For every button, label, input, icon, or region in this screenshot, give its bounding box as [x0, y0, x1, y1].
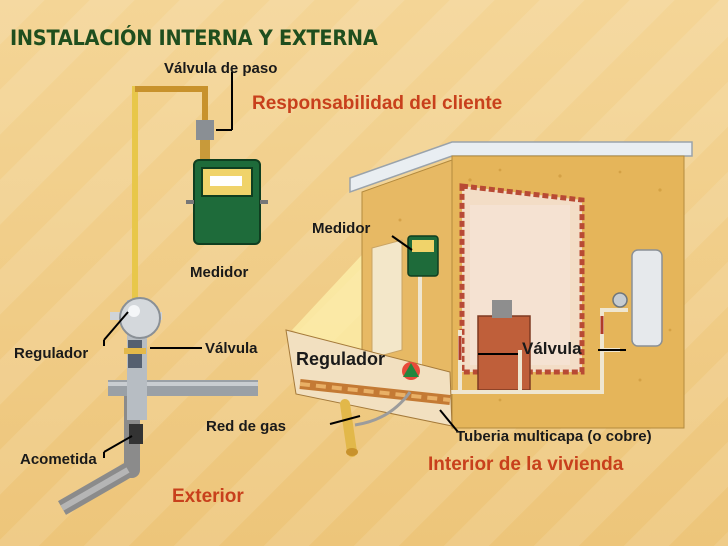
label-regulador-left: Regulador: [14, 345, 89, 362]
label-medidor-left: Medidor: [190, 264, 249, 281]
page-title: INSTALACIÓN INTERNA Y EXTERNA: [10, 26, 378, 50]
label-medidor-right: Medidor: [312, 220, 371, 237]
door: [371, 239, 403, 359]
house-roof: [349, 141, 693, 194]
water-heater: [631, 249, 663, 347]
valvula-de-paso-left: [196, 120, 214, 140]
label-responsabilidad-del-cliente: Responsabilidad del cliente: [252, 93, 503, 114]
label-acometida: Acometida: [20, 451, 97, 468]
label-valvula-de-paso: Válvula de paso: [164, 60, 278, 77]
regulator-left: [119, 297, 161, 339]
label-regulador-right: Regulador: [296, 349, 386, 369]
gas-network-pipe: [340, 399, 357, 457]
label-tuberia-multicapa: Tuberia multicapa (o cobre): [456, 428, 652, 445]
internal-multilayer-pipe: [418, 260, 628, 394]
label-red-de-gas: Red de gas: [206, 418, 287, 435]
label-interior-de-la-vivienda: Interior de la vivienda: [428, 454, 624, 475]
label-exterior: Exterior: [172, 486, 244, 507]
yellow-riser-pipe: [132, 86, 138, 306]
label-valvula-right: Válvula: [522, 339, 582, 358]
label-valvula-left: Válvula: [205, 340, 258, 357]
